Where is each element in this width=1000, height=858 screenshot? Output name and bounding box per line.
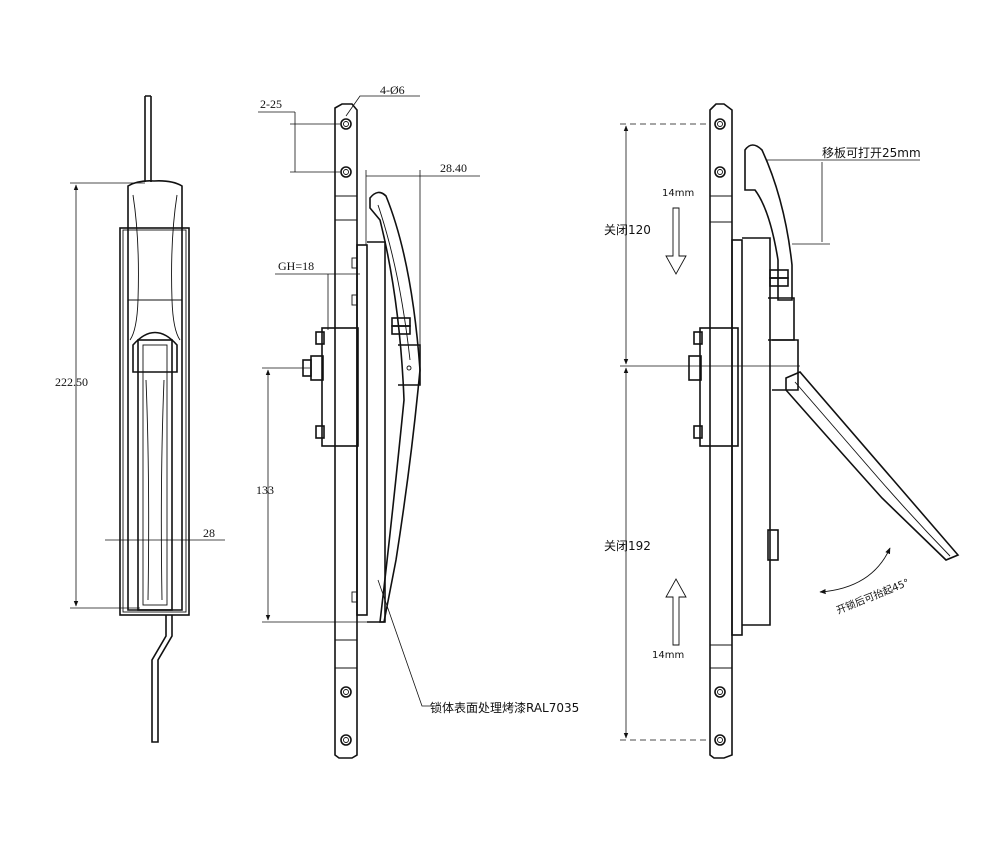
up-arrow-icon bbox=[665, 578, 687, 646]
left-handle bbox=[127, 180, 183, 611]
cam-block bbox=[321, 327, 359, 447]
sliding-plate bbox=[744, 144, 793, 301]
rotation-arrow-icon bbox=[819, 547, 891, 595]
right-view: 关闭120 关闭192 14mm 14mm 移板可打开25mm 开锁后可抬起45… bbox=[604, 103, 960, 759]
holes-callout: 4-Ø6 bbox=[380, 83, 405, 97]
right-lock-body bbox=[731, 239, 743, 636]
finish-note: 锁体表面处理烤漆RAL7035 bbox=[430, 700, 579, 715]
top-hook bbox=[144, 95, 152, 182]
hole-spacing-dimension: 2-25 bbox=[260, 97, 282, 111]
top-travel-label: 14mm bbox=[662, 188, 694, 199]
lifted-handle bbox=[785, 371, 960, 561]
right-mounting-holes bbox=[714, 118, 726, 746]
left-view: 222.50 28 bbox=[55, 95, 225, 743]
right-mounting-strip bbox=[709, 103, 733, 759]
plate-open-note: 移板可打开25mm bbox=[822, 146, 921, 160]
projection-dimension: 28.40 bbox=[440, 161, 467, 175]
middle-view: 4-Ø6 2-25 28.40 GH=18 133 锁体表面处理烤漆RAL703… bbox=[256, 83, 579, 759]
bottom-travel-label: 14mm bbox=[652, 650, 684, 661]
bottom-close-label: 关闭192 bbox=[604, 539, 651, 553]
bottom-hook bbox=[151, 615, 173, 743]
gh-dimension: GH=18 bbox=[278, 259, 314, 273]
middle-handle bbox=[369, 191, 421, 623]
lock-body-plate bbox=[356, 244, 368, 616]
right-cam-block bbox=[699, 327, 739, 447]
down-arrow-icon bbox=[665, 207, 687, 275]
mounting-strip bbox=[334, 103, 358, 759]
mounting-holes bbox=[340, 118, 352, 746]
left-body-frame bbox=[119, 227, 190, 616]
width-dimension: 28 bbox=[203, 526, 215, 540]
height-dimension: 222.50 bbox=[55, 375, 88, 389]
top-close-label: 关闭120 bbox=[604, 223, 651, 237]
center-dimension: 133 bbox=[256, 483, 274, 497]
lift-note: 开锁后可抬起45° bbox=[834, 576, 911, 617]
